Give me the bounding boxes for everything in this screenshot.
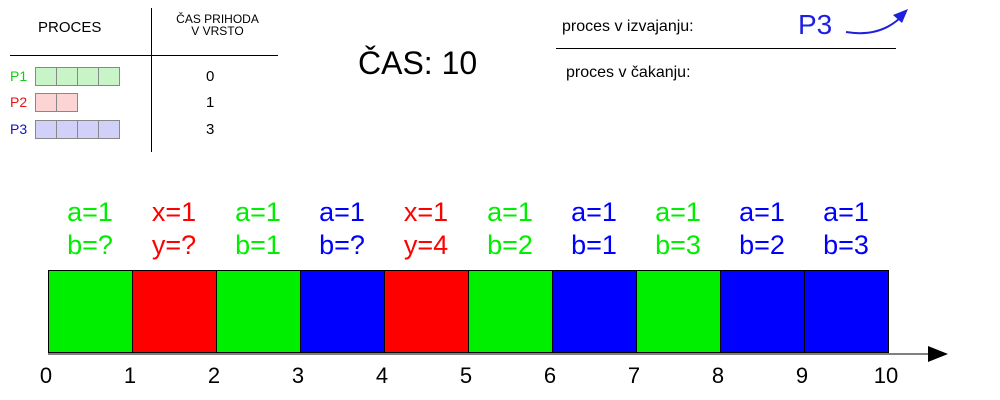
burst-cell — [98, 120, 120, 139]
slot-variable-line2: b=? — [67, 230, 113, 260]
gantt-block — [636, 270, 721, 353]
burst-cell — [77, 67, 99, 86]
time-tick-label: 1 — [123, 363, 137, 388]
slot-variable-line1: a=1 — [487, 197, 533, 227]
burst-cell — [77, 120, 99, 139]
arrival-header-line2: V VRSTO — [191, 24, 244, 38]
slot-variable-line2: y=4 — [403, 230, 449, 260]
slot-variable-line1: x=1 — [403, 197, 449, 227]
time-tick-label: 5 — [459, 363, 473, 388]
slot-variable-line2: b=2 — [739, 230, 785, 260]
running-process-label: proces v izvajanju: — [562, 18, 694, 35]
slot-variable-line1: a=1 — [319, 197, 365, 227]
slot-variable-line1: a=1 — [235, 197, 281, 227]
time-tick-label: 2 — [207, 363, 221, 388]
time-tick-label: 9 — [795, 363, 809, 388]
time-tick-label: 4 — [375, 363, 389, 388]
arrival-column-header: ČAS PRIHODA V VRSTO — [155, 13, 280, 37]
time-tick-label: 10 — [873, 363, 899, 388]
process-column-header: PROCES — [38, 19, 102, 36]
table-header-divider — [10, 55, 278, 56]
slot-variable-line2: b=? — [319, 230, 365, 260]
slot-variable-line1: a=1 — [571, 197, 617, 227]
process-label: P3 — [10, 121, 28, 137]
burst-cell — [56, 93, 78, 112]
burst-cell — [56, 120, 78, 139]
arrival-time-value: 0 — [206, 68, 215, 85]
slot-variable-line2: b=1 — [235, 230, 281, 260]
gantt-block — [300, 270, 385, 353]
time-tick-label: 7 — [627, 363, 641, 388]
process-label: P1 — [10, 68, 28, 84]
burst-cell — [35, 67, 57, 86]
arrival-header-line1: ČAS PRIHODA — [176, 12, 259, 26]
burst-cell — [98, 67, 120, 86]
gantt-block — [132, 270, 217, 353]
gantt-block — [216, 270, 301, 353]
arrival-time-value: 3 — [206, 121, 215, 138]
time-tick-label: 3 — [291, 363, 305, 388]
slot-variable-line1: a=1 — [739, 197, 785, 227]
slot-variable-line2: b=3 — [655, 230, 701, 260]
slot-variable-line2: b=2 — [487, 230, 533, 260]
time-axis — [48, 346, 948, 362]
process-label: P2 — [10, 94, 28, 110]
slot-variable-line2: b=3 — [823, 230, 869, 260]
waiting-process-label: proces v čakanju: — [566, 64, 691, 81]
status-divider — [556, 48, 896, 49]
burst-cell — [35, 120, 57, 139]
gantt-block — [804, 270, 889, 353]
slot-variable-line1: a=1 — [67, 197, 113, 227]
gantt-block — [468, 270, 553, 353]
running-process-value: P3 — [798, 9, 833, 40]
slot-variable-line2: y=? — [151, 230, 197, 260]
slot-variable-line1: x=1 — [151, 197, 197, 227]
clock-display: ČAS: 10 — [358, 45, 478, 81]
time-tick-label: 6 — [543, 363, 557, 388]
burst-cell — [35, 93, 57, 112]
gantt-block — [552, 270, 637, 353]
slot-variable-line2: b=1 — [571, 230, 617, 260]
time-tick-label: 8 — [711, 363, 725, 388]
burst-cell — [56, 67, 78, 86]
slot-variable-line1: a=1 — [823, 197, 869, 227]
arrival-time-value: 1 — [206, 94, 215, 111]
gantt-block — [48, 270, 133, 353]
gantt-block — [720, 270, 805, 353]
slot-variable-line1: a=1 — [655, 197, 701, 227]
time-axis-arrowhead — [928, 346, 948, 362]
arrow-up-right-icon — [845, 9, 908, 35]
table-column-divider — [151, 8, 152, 152]
time-tick-label: 0 — [39, 363, 53, 388]
